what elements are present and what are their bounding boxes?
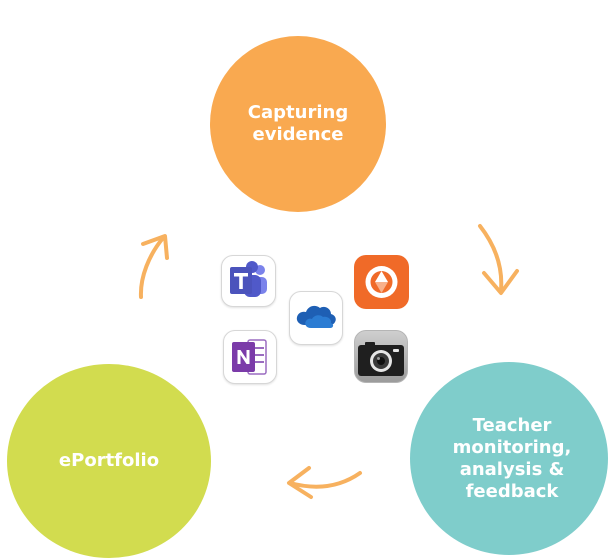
arrow-portfolio-to-capture [138, 234, 169, 299]
teams-icon [221, 255, 276, 307]
onedrive-icon [289, 291, 343, 345]
camera-icon [354, 330, 408, 383]
node-label: Teacher monitoring, analysis & feedback [452, 414, 572, 502]
node-capturing-evidence: Capturing evidence [210, 36, 386, 212]
arrow-capture-to-teacher [478, 224, 519, 295]
office-lens-icon [354, 255, 409, 309]
arrow-teacher-to-portfolio [287, 466, 362, 499]
node-teacher-monitoring: Teacher monitoring, analysis & feedback [410, 362, 608, 555]
node-eportfolio: ePortfolio [7, 364, 211, 558]
onenote-icon [223, 330, 277, 384]
node-label: ePortfolio [58, 450, 160, 471]
node-label: Capturing evidence [247, 102, 349, 145]
